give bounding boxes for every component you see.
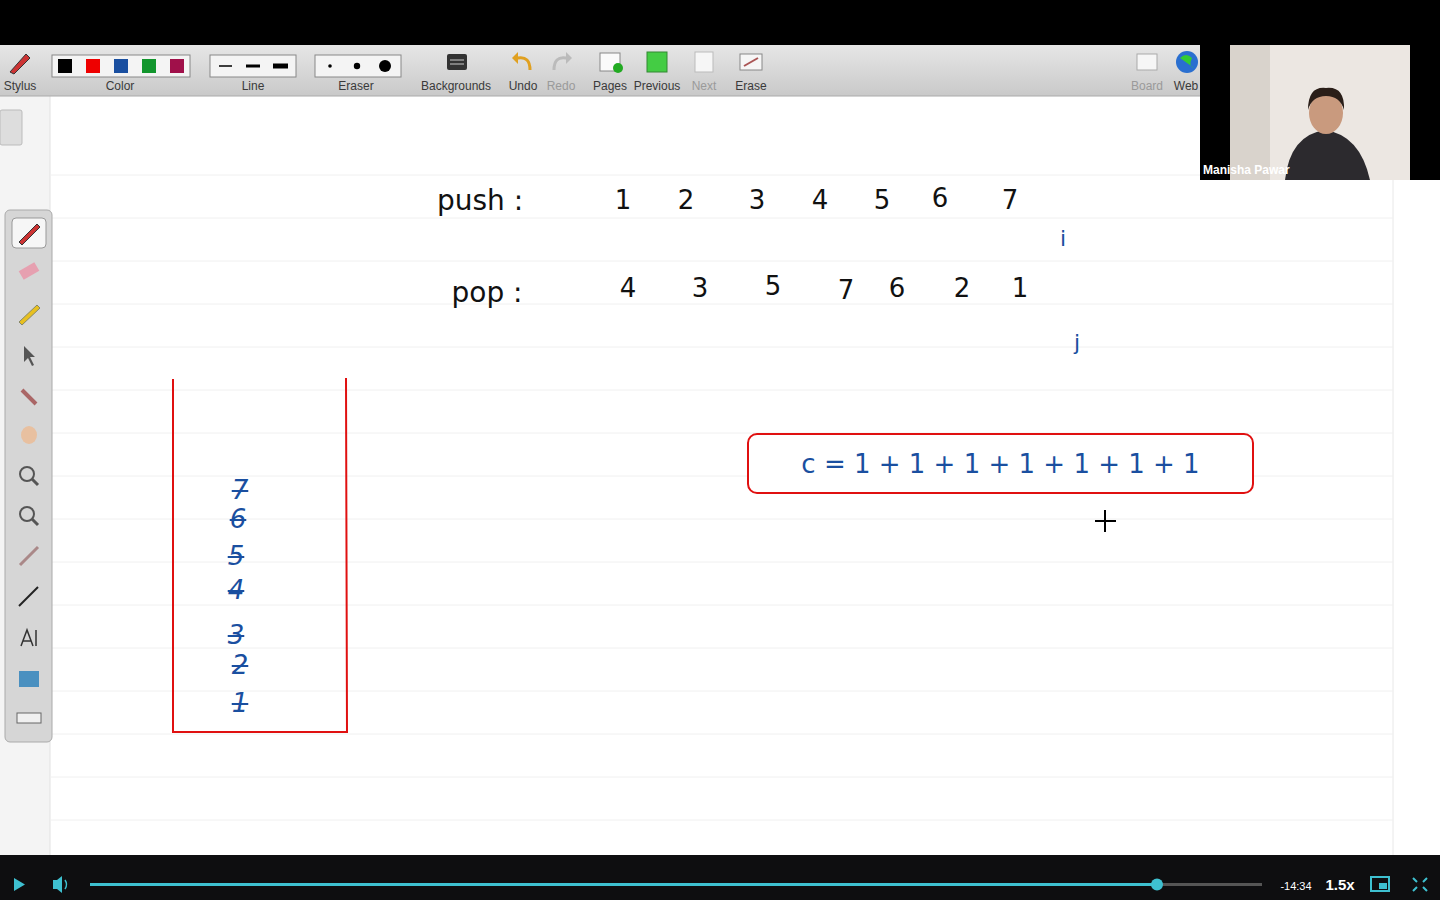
time-remaining: -14:34	[1280, 880, 1311, 892]
pop-value: 5	[765, 271, 782, 301]
pointer-label-holder: j	[1074, 330, 1080, 355]
push-value-holder: 4	[812, 185, 829, 215]
pop-value-holder: 6	[889, 273, 906, 303]
push-value: 3	[749, 185, 766, 215]
toolbar-label-holder: Web	[1174, 75, 1198, 94]
toolbar-label: Erase	[735, 79, 766, 93]
push-value: 2	[678, 185, 695, 215]
toolbar-label: Web	[1174, 79, 1198, 93]
toolbar-label-holder: Redo	[547, 75, 576, 94]
pop-value: 6	[889, 273, 906, 303]
pop-value-holder: 1	[1012, 273, 1029, 303]
push-value: 5	[874, 185, 891, 215]
stack-entry: 2	[232, 650, 249, 680]
push-value-holder: 2	[678, 185, 695, 215]
row-heading: push :	[437, 184, 523, 217]
pop-value-holder: 3	[692, 273, 709, 303]
presenter-name: Manisha Pawar	[1203, 163, 1290, 177]
row-heading: pop :	[451, 276, 522, 309]
stack-entry-holder: 2	[232, 650, 249, 680]
stack-entry-holder: 4	[228, 575, 245, 605]
toolbar-label-holder: Color	[106, 75, 135, 94]
toolbar-label-holder: Previous	[634, 75, 681, 94]
toolbar-label-holder: Erase	[735, 75, 766, 94]
playback-speed: 1.5x	[1325, 876, 1354, 893]
push-value: 1	[615, 185, 632, 215]
pop-value: 2	[954, 273, 971, 303]
push-value-holder: 5	[874, 185, 891, 215]
stack-entry: 3	[228, 620, 245, 650]
stack-entry: 7	[232, 475, 249, 505]
toolbar-label-holder: Line	[242, 75, 265, 94]
stack-entry: 4	[228, 575, 245, 605]
pop-value: 4	[620, 273, 637, 303]
pop-value-holder: 5	[765, 271, 782, 301]
toolbar-label: Line	[242, 79, 265, 93]
push-value: 4	[812, 185, 829, 215]
formula-text: c = 1 + 1 + 1 + 1 + 1 + 1 + 1	[801, 449, 1199, 479]
stack-entry-holder: 3	[228, 620, 245, 650]
push-value: 7	[1002, 185, 1019, 215]
pop-value: 3	[692, 273, 709, 303]
stack-entry-holder: 1	[232, 688, 249, 718]
row-heading-holder: pop :	[451, 276, 522, 309]
push-value-holder: 7	[1002, 185, 1019, 215]
stack-entry: 1	[232, 688, 249, 718]
pop-value: 7	[838, 275, 855, 305]
toolbar-label-holder: Board	[1131, 75, 1163, 94]
toolbar-label: Undo	[509, 79, 538, 93]
pop-value-holder: 2	[954, 273, 971, 303]
toolbar-label: Backgrounds	[421, 79, 491, 93]
push-value-holder: 3	[749, 185, 766, 215]
stack-container: 7654321	[172, 378, 348, 733]
toolbar-label: Eraser	[338, 79, 373, 93]
time-remaining-holder: -14:34	[1280, 875, 1311, 894]
toolbar-label-holder: Backgrounds	[421, 75, 491, 94]
pointer-label-holder: i	[1060, 226, 1066, 251]
toolbar-label-holder: Next	[692, 75, 717, 94]
stack-entry-holder: 6	[230, 504, 247, 534]
toolbar-label: Pages	[593, 79, 627, 93]
toolbar-label-holder: Undo	[509, 75, 538, 94]
push-value: 6	[932, 183, 949, 213]
stack-entry-holder: 7	[232, 475, 249, 505]
pop-value-holder: 7	[838, 275, 855, 305]
toolbar-label: Color	[106, 79, 135, 93]
push-value-holder: 1	[615, 185, 632, 215]
toolbar-label: Previous	[634, 79, 681, 93]
pop-value-holder: 4	[620, 273, 637, 303]
toolbar-label: Board	[1131, 79, 1163, 93]
pop-value: 1	[1012, 273, 1029, 303]
stack-entry-holder: 5	[228, 541, 245, 571]
toolbar-label: Next	[692, 79, 717, 93]
toolbar-label-holder: Pages	[593, 75, 627, 94]
stack-entry: 6	[230, 504, 247, 534]
row-heading-holder: push :	[437, 184, 523, 217]
result-box: c = 1 + 1 + 1 + 1 + 1 + 1 + 1	[747, 433, 1254, 494]
playback-speed-holder: 1.5x	[1325, 875, 1354, 894]
pointer-label: j	[1074, 330, 1080, 355]
presenter-name-holder: Manisha Pawar	[1203, 159, 1290, 178]
stack-entry: 5	[228, 541, 245, 571]
toolbar-label: Redo	[547, 79, 576, 93]
toolbar-label: Stylus	[4, 79, 37, 93]
toolbar-label-holder: Eraser	[338, 75, 373, 94]
stack-outline	[172, 378, 348, 733]
pointer-label: i	[1060, 226, 1066, 251]
push-value-holder: 6	[932, 183, 949, 213]
toolbar-label-holder: Stylus	[4, 75, 37, 94]
